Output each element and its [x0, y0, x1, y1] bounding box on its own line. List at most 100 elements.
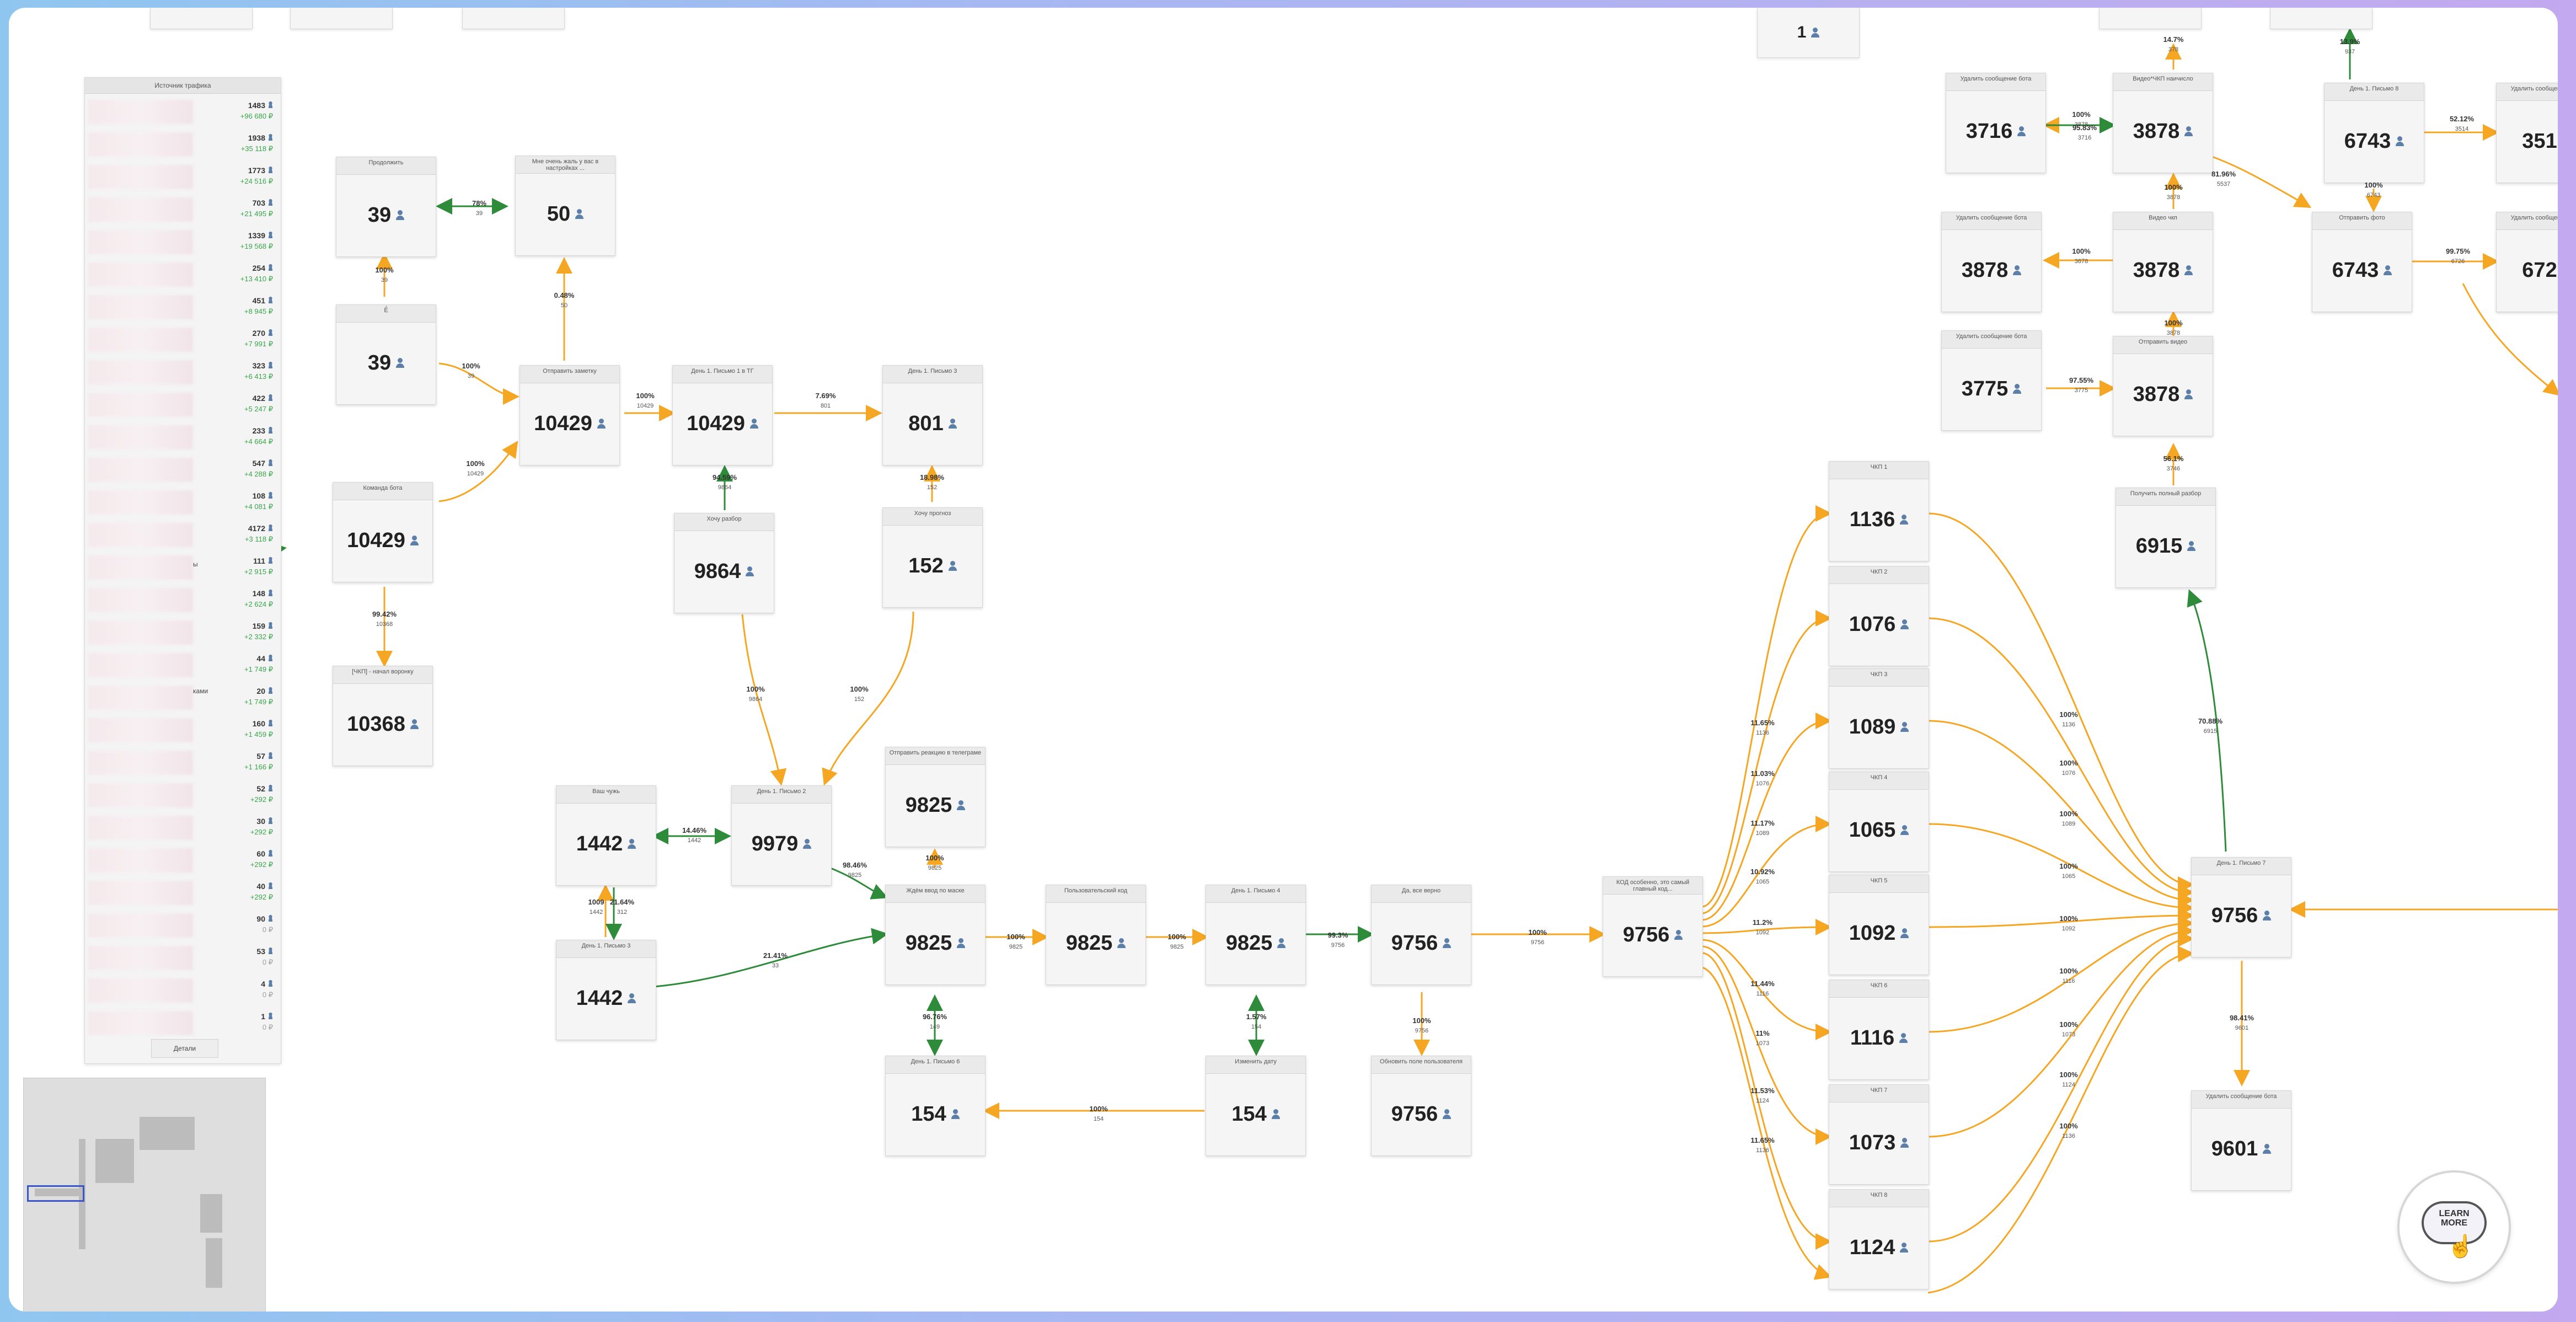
traffic-source-row[interactable]: 1773+24 516 ₽ — [85, 163, 281, 191]
stray-label: ы — [193, 560, 198, 568]
traffic-source-row[interactable]: 20+1 749 ₽ — [85, 683, 281, 712]
minimap[interactable] — [23, 1078, 266, 1312]
user-icon — [2012, 383, 2022, 395]
flow-node-kod[interactable]: КОД особенно, это самый главный код...97… — [1603, 876, 1703, 977]
edge-label: 98.41%9601 — [2230, 1014, 2254, 1031]
partial-node-top[interactable] — [2099, 8, 2202, 29]
edge-count: 6743 — [2366, 192, 2381, 199]
edge-percent: 94.59% — [712, 473, 737, 481]
flow-node-zhal[interactable]: Мне очень жаль у вас в настройках ...50 — [515, 156, 615, 256]
traffic-source-row[interactable]: 1483+96 680 ₽ — [85, 98, 281, 126]
edge-count: 1116 — [2062, 978, 2075, 984]
edge-label: 13.9%937 — [2340, 38, 2360, 55]
flow-node-udalit_3514[interactable]: Удалить сообщение бота351 — [2496, 83, 2558, 183]
traffic-source-row[interactable]: 52+292 ₽ — [85, 781, 281, 810]
flow-node-yo[interactable]: Ё́39 — [336, 304, 436, 405]
edge-label: 100%1076 — [2059, 759, 2077, 777]
partial-node-top[interactable] — [2270, 8, 2373, 29]
node-title: День 1. Письмо 4 — [1206, 885, 1305, 903]
traffic-source-row[interactable]: 233+4 664 ₽ — [85, 423, 281, 452]
source-count: 159 — [253, 622, 273, 630]
traffic-source-row[interactable]: 703+21 495 ₽ — [85, 195, 281, 224]
flow-node-udalit_672[interactable]: Удалить сообщение бота672 — [2496, 212, 2558, 312]
traffic-source-row[interactable]: 57+1 166 ₽ — [85, 748, 281, 777]
partial-node-top[interactable] — [462, 8, 565, 29]
edge-percent: 99.42% — [372, 610, 397, 618]
traffic-source-row[interactable]: 160+1 459 ₽ — [85, 716, 281, 745]
traffic-source-row[interactable]: 60+292 ₽ — [85, 846, 281, 875]
node-count: 10368 — [347, 712, 405, 736]
minimap-viewport[interactable] — [27, 1185, 84, 1202]
traffic-source-row[interactable]: 40+292 ₽ — [85, 879, 281, 907]
traffic-source-row[interactable]: 44+1 749 ₽ — [85, 651, 281, 679]
partial-node-top[interactable] — [150, 8, 253, 29]
traffic-source-row[interactable]: 1339+19 568 ₽ — [85, 228, 281, 256]
details-button[interactable]: Детали — [151, 1039, 218, 1058]
traffic-source-row[interactable]: 148+2 624 ₽ — [85, 586, 281, 614]
traffic-source-row[interactable]: 254+13 410 ₽ — [85, 260, 281, 289]
traffic-source-row[interactable]: 270+7 991 ₽ — [85, 325, 281, 354]
traffic-source-row[interactable]: 108+4 081 ₽ — [85, 488, 281, 517]
traffic-source-row[interactable]: 159+2 332 ₽ — [85, 618, 281, 647]
traffic-source-row[interactable]: 4172+3 118 ₽ — [85, 521, 281, 549]
traffic-source-row[interactable]: 451+8 945 ₽ — [85, 293, 281, 322]
traffic-source-row[interactable]: 1938+35 118 ₽ — [85, 130, 281, 159]
traffic-source-row[interactable]: 547+4 288 ₽ — [85, 456, 281, 484]
flow-edge — [2462, 283, 2558, 396]
partial-node-top[interactable]: 1 — [1757, 8, 1860, 58]
partial-node-top[interactable] — [290, 8, 393, 29]
blurred-source-name — [88, 393, 193, 417]
traffic-source-row[interactable]: 111+2 915 ₽ — [85, 553, 281, 582]
node-title: Пользовательский код — [1046, 885, 1145, 903]
traffic-source-row[interactable]: 30+292 ₽ — [85, 813, 281, 842]
node-body: 1136 — [1829, 479, 1929, 560]
traffic-source-row[interactable]: 323+6 413 ₽ — [85, 358, 281, 387]
edge-label: 11.2%1092 — [1753, 918, 1772, 936]
source-revenue: +292 ₽ — [250, 860, 273, 869]
traffic-source-row[interactable]: 422+5 247 ₽ — [85, 390, 281, 419]
